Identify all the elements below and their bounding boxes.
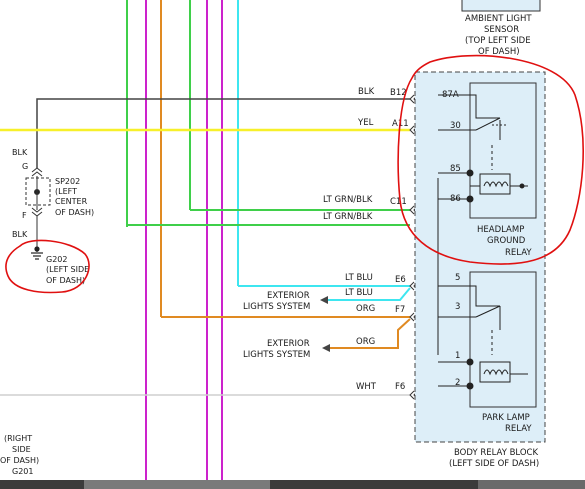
splice-line2: (LEFT [55,187,77,196]
pin-1: 1 [455,351,460,361]
relay-block-line2: (LEFT SIDE OF DASH) [449,459,539,469]
ground-g202-symbol [31,246,43,260]
pin-87a: 87A [442,90,459,100]
exterior-2-line2: LIGHTS SYSTEM [243,350,310,360]
toolbar-segment-1 [84,480,270,489]
wire-label-lt-grn-blk-1: LT GRN/BLK [323,195,373,205]
wire-label-wht: WHT [356,382,377,392]
headlamp-relay-box [469,82,537,219]
relay-block-line1: BODY RELAY BLOCK [454,448,538,458]
park-relay-internals [438,285,528,390]
park-relay-line2: RELAY [505,424,532,434]
connector-b12: B12 [390,88,407,98]
headlamp-relay-line3: RELAY [505,248,532,258]
exterior-arrow-1 [320,296,328,304]
pin-5: 5 [455,273,460,283]
annotation-circle-headlamp-relay [397,54,584,265]
park-relay-box [469,271,537,408]
g202-line1: G202 [46,255,67,264]
splice-pin-bottom: F [22,211,27,220]
exterior-1-line2: LIGHTS SYSTEM [243,302,310,312]
pin-85: 85 [450,164,461,174]
connector-f7: F7 [395,305,405,315]
splice-pin-top: G [22,162,28,171]
g201-line2: SIDE [12,445,31,454]
toolbar-segment-2 [478,480,585,489]
connector-c11: C11 [390,197,407,207]
headlamp-relay-line2: GROUND [487,236,526,246]
g201-line3: OF DASH) [0,456,39,465]
g202-line2: (LEFT SIDE [46,265,89,274]
ambient-sensor-line1: AMBIENT LIGHT [465,14,532,24]
ambient-sensor-line4: OF DASH) [478,47,520,57]
ambient-sensor-line2: SENSOR [484,25,519,35]
wire-label-lt-blu-2: LT BLU [345,288,373,298]
exterior-1-line1: EXTERIOR [267,291,310,301]
connector-f6: F6 [395,382,405,392]
headlamp-relay-internals [438,94,528,203]
pin-30: 30 [450,121,461,131]
splice-sp202 [25,167,51,252]
headlamp-relay-line1: HEADLAMP [477,225,524,235]
wire-label-org-2: ORG [356,337,375,347]
wire-label-blk: BLK [358,87,375,97]
annotation-circle-g202 [5,239,90,294]
wire-label-lt-blu-1: LT BLU [345,273,373,283]
exterior-2-line1: EXTERIOR [267,339,310,349]
exterior-arrow-2 [322,344,330,352]
connector-e6: E6 [395,275,406,285]
park-relay-line1: PARK LAMP [482,413,530,423]
splice-line3: CENTER [55,197,88,206]
wire-lt-blu-exterior [326,287,411,301]
ambient-sensor-line3: (TOP LEFT SIDE [465,36,531,46]
pin-3: 3 [455,302,460,312]
wire-label-lt-grn-blk-2: LT GRN/BLK [323,212,373,222]
ambient-sensor-box [461,0,541,12]
pin-2: 2 [455,378,460,388]
wire-org-exterior [330,318,411,349]
g202-line3: OF DASH) [46,276,85,285]
splice-line4: OF DASH) [55,208,94,217]
wire-blk [36,98,410,168]
splice-wire-top: BLK [12,148,28,157]
bottom-toolbar [0,480,585,489]
g201-line1: (RIGHT [4,434,32,443]
wire-label-yel: YEL [357,118,374,128]
pin-86: 86 [450,194,461,204]
wire-label-org-1: ORG [356,304,375,314]
g201-line4: G201 [12,467,33,476]
splice-wire-bottom: BLK [12,230,28,239]
splice-line1: SP202 [55,177,80,186]
